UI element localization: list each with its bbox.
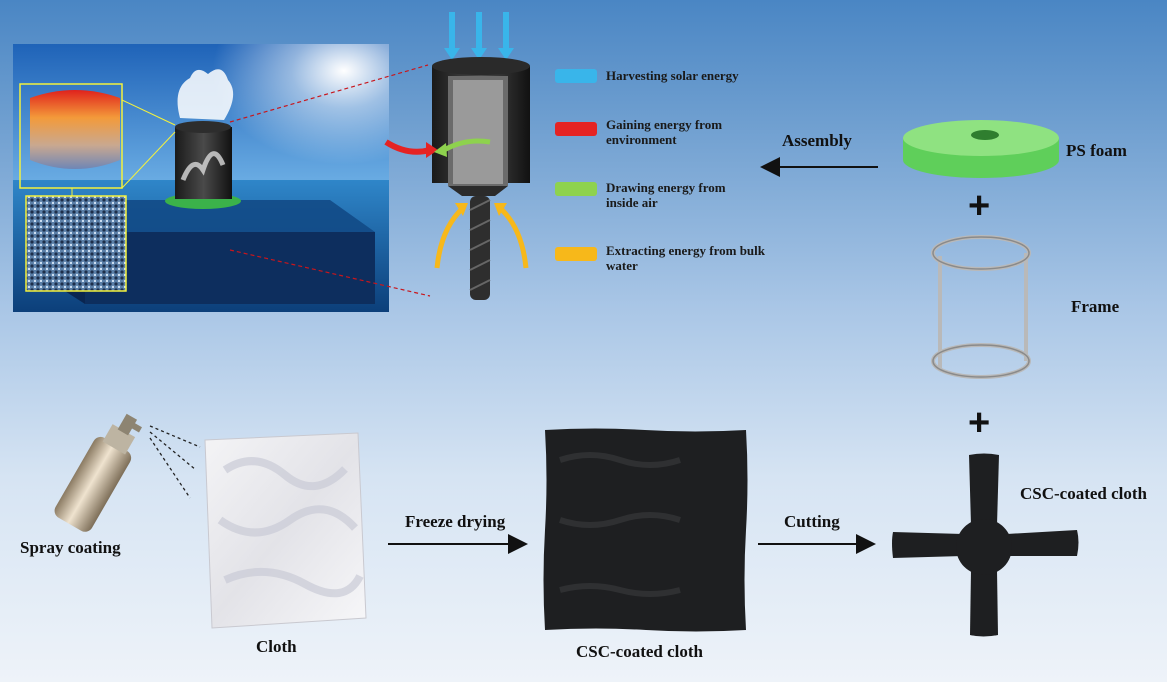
solar-arrows (444, 12, 514, 60)
white-cloth (204, 432, 367, 629)
cloth-label: Cloth (256, 637, 297, 656)
plus-sign-2: + (968, 402, 990, 444)
zoom-connector-top (229, 64, 429, 123)
plus-sign-1: + (968, 185, 990, 227)
legend-swatch-solar (555, 69, 597, 83)
legend-label-water: Extracting energy from bulk water (606, 243, 765, 273)
cutting-label: Cutting (784, 512, 840, 531)
spray-bottle (54, 413, 201, 532)
legend-label-environment: Gaining energy from environment (606, 117, 723, 147)
legend-swatch-water (555, 247, 597, 261)
scene-illustration (13, 44, 389, 312)
evaporator-diagram (384, 12, 530, 300)
ps-foam-label: PS foam (1066, 141, 1127, 160)
legend-swatch-air (555, 182, 597, 196)
spray-coating-label: Spray coating (20, 538, 121, 557)
ps-foam-ring (903, 120, 1059, 178)
freeze-drying-label: Freeze drying (405, 512, 506, 531)
assembly-label: Assembly (782, 131, 852, 150)
csc-coated-cloth-sheet (543, 428, 748, 632)
legend-label-solar: Harvesting solar energy (606, 68, 739, 83)
csc-cloth-label-right: CSC-coated cloth (1020, 484, 1148, 503)
cross-shaped-cloth (892, 453, 1079, 637)
legend-label-air: Drawing energy from inside air (606, 180, 726, 210)
zoom-connector-bottom (229, 249, 431, 297)
legend-swatch-environment (555, 122, 597, 136)
frame-label: Frame (1071, 297, 1120, 316)
csc-cloth-label-bottom: CSC-coated cloth (576, 642, 704, 661)
frame-illustration (931, 235, 1031, 379)
